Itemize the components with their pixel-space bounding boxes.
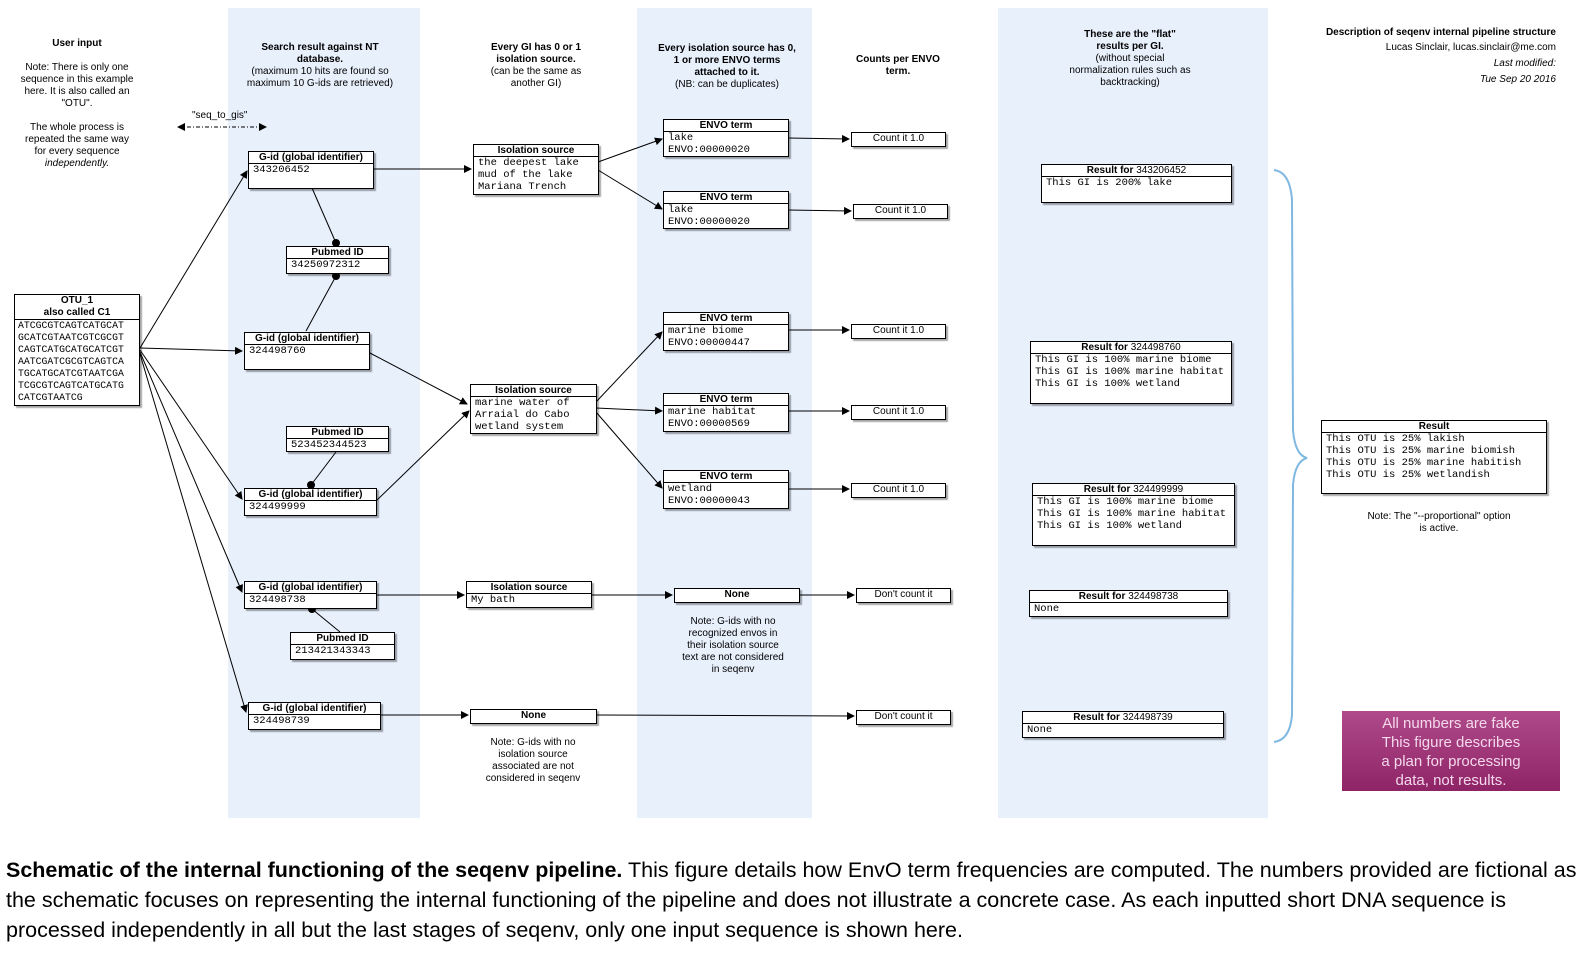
dont-count-box: Don't count it <box>856 588 951 603</box>
isolation-none-box: None <box>470 709 597 724</box>
flat-result-box: Result for 324498739 None <box>1022 711 1224 738</box>
count-box: Count it 1.0 <box>851 324 946 339</box>
gid-box: G-id (global identifier)324498739 <box>248 702 381 730</box>
otu-subtitle: also called C1 <box>43 307 111 318</box>
gid-box: G-id (global identifier)324499999 <box>244 488 377 516</box>
description-header: Description of seqenv internal pipeline … <box>1325 27 1556 85</box>
flat-result-box: Result for 343206452 This GI is 200% lak… <box>1041 164 1232 203</box>
flat-results-band <box>998 8 1268 818</box>
count-box: Count it 1.0 <box>851 405 946 420</box>
flat-result-box: Result for 324498760 This GI is 100% mar… <box>1030 341 1232 404</box>
gid-box: G-id (global identifier)343206452 <box>248 151 374 189</box>
otu-title: OTU_1 <box>60 295 94 306</box>
search-header: Search result against NT database. (maxi… <box>246 42 394 89</box>
caption-bold: Schematic of the internal functioning of… <box>6 858 623 882</box>
caption-text: This figure details how EnvO term freque… <box>6 858 1577 942</box>
gid-box: G-id (global identifier)324498760 <box>244 332 370 370</box>
count-box: Count it 1.0 <box>851 132 946 147</box>
final-result-box: Result This OTU is 25% lakish This OTU i… <box>1321 420 1547 494</box>
flat-result-box: Result for 324498738 None <box>1029 590 1228 617</box>
search-results-band <box>228 8 420 818</box>
flat-result-box: Result for 324499999 This GI is 100% mar… <box>1032 483 1235 546</box>
envo-none-box: None <box>674 588 800 603</box>
counts-header: Counts per ENVO term. <box>856 54 940 77</box>
no-envo-note: Note: G-ids with no recognized envos in … <box>682 616 784 675</box>
user-input-header: User input Note: There is only one seque… <box>20 38 134 169</box>
no-isolation-note: Note: G-ids with no isolation source ass… <box>485 737 581 784</box>
seq-to-gis-label: "seq_to_gis" <box>192 110 248 121</box>
flat-header: These are the "flat" results per GI. (wi… <box>1069 29 1191 88</box>
figure-caption: Schematic of the internal functioning of… <box>6 855 1586 945</box>
count-box: Count it 1.0 <box>853 204 948 219</box>
count-box: Count it 1.0 <box>851 483 946 498</box>
otu-sequence: ATCGCGTCAGTCATGCAT GCATCGTAATCGTCGCGT CA… <box>18 320 124 403</box>
isolation-header: Every isolation source has 0, 1 or more … <box>658 43 796 90</box>
disclaimer-badge: All numbers are fake This figure describ… <box>1342 711 1560 791</box>
dont-count-box: Don't count it <box>856 710 951 725</box>
proportional-note: Note: The "--proportional" option is act… <box>1367 511 1511 534</box>
gid-box: G-id (global identifier)324498738 <box>244 581 377 609</box>
gi-header: Every GI has 0 or 1 isolation source. (c… <box>490 42 582 89</box>
